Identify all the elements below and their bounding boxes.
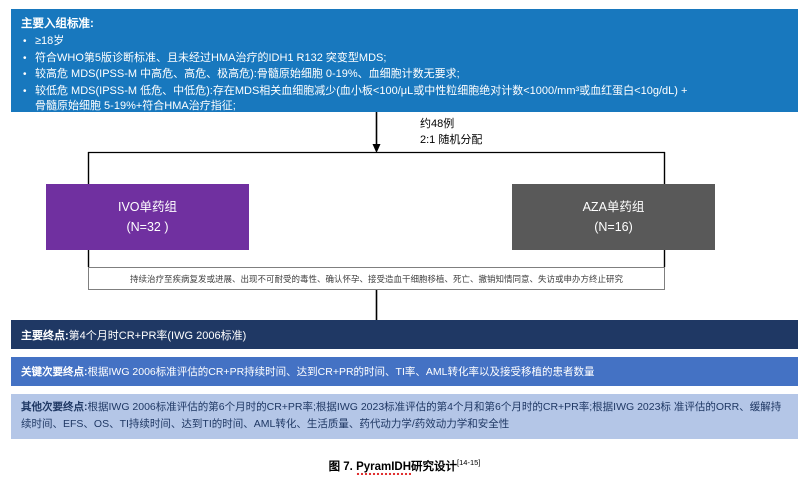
- treatment-arm-aza: AZA单药组 (N=16): [512, 184, 715, 250]
- figure-number: 图 7.: [328, 461, 353, 473]
- bullet-icon: •: [23, 36, 27, 47]
- key-secondary-endpoint-box: 关键次要终点: 根据IWG 2006标准评估的CR+PR持续时间、达到CR+PR…: [11, 357, 798, 386]
- study-name-misspelled: PyramIDH: [356, 461, 412, 477]
- key-secondary-endpoint-label: 关键次要终点:: [21, 366, 88, 378]
- other-secondary-endpoint-text-line1: 根据IWG 2006标准评估的第6个月时的CR+PR率;根据IWG 2023标准…: [87, 401, 671, 413]
- arm-name: IVO单药组: [117, 200, 178, 214]
- arm-sample-size: (N=16): [594, 220, 633, 234]
- arm-name: AZA单药组: [582, 200, 645, 214]
- other-secondary-endpoint-box: 其他次要终点:根据IWG 2006标准评估的第6个月时的CR+PR率;根据IWG…: [11, 394, 798, 439]
- criteria-item: • 符合WHO第5版诊断标准、且未经过HMA治疗的IDH1 R132 突变型MD…: [21, 51, 788, 67]
- criteria-item: • 较高危 MDS(IPSS-M 中高危、高危、极高危):骨髓原始细胞 0-19…: [21, 67, 788, 83]
- criteria-item-continuation: 骨髓原始细胞 5-19%+符合HMA治疗指征;: [35, 100, 236, 112]
- primary-endpoint-box: 主要终点: 第4个月时CR+PR率(IWG 2006标准): [11, 320, 798, 349]
- primary-endpoint-label: 主要终点:: [21, 329, 69, 342]
- criteria-item: • 较低危 MDS(IPSS-M 低危、中低危):存在MDS相关血细胞减少(血小…: [21, 84, 788, 115]
- randomization-sample-size: 约48例: [420, 118, 455, 130]
- criteria-item-text: 符合WHO第5版诊断标准、且未经过HMA治疗的IDH1 R132 突变型MDS;: [35, 51, 387, 64]
- criteria-item-text: 较高危 MDS(IPSS-M 中高危、高危、极高危):骨髓原始细胞 0-19%、…: [35, 68, 460, 80]
- randomization-annotation: 约48例 2:1 随机分配: [420, 116, 482, 148]
- other-secondary-endpoint-text-line2: 准评估的ORR、缓解持续时间、EFS、OS、TI持续时间、达到TI的时间、AML…: [21, 401, 782, 430]
- key-secondary-endpoint-text: 根据IWG 2006标准评估的CR+PR持续时间、达到CR+PR的时间、TI率、…: [87, 366, 595, 378]
- treatment-arm-ivo: IVO单药组 (N=32 ): [46, 184, 249, 250]
- inclusion-criteria-title: 主要入组标准:: [21, 18, 94, 30]
- bullet-icon: •: [23, 69, 27, 80]
- arm-sample-size: (N=32 ): [126, 220, 169, 234]
- criteria-item-text: 较低危 MDS(IPSS-M 低危、中低危):存在MDS相关血细胞减少(血小板<…: [35, 84, 688, 97]
- caption-title-suffix: 研究设计: [411, 461, 458, 473]
- inclusion-criteria-panel: 主要入组标准: • ≥18岁 • 符合WHO第5版诊断标准、且未经过HMA治疗的…: [11, 9, 798, 112]
- caption-references: [14-15]: [457, 458, 481, 468]
- bullet-icon: •: [23, 85, 27, 97]
- discontinuation-criteria-box: 持续治疗至疾病复发或进展、出现不可耐受的毒性、确认怀孕、接受造血干细胞移植、死亡…: [88, 267, 665, 290]
- criteria-item-text: ≥18岁: [35, 35, 65, 47]
- randomization-ratio: 2:1 随机分配: [420, 134, 483, 146]
- criteria-item: • ≥18岁: [21, 34, 788, 50]
- other-secondary-endpoint-label: 其他次要终点:: [21, 401, 88, 413]
- figure-caption: 图 7. PyramIDH研究设计[14-15]: [0, 458, 809, 477]
- inclusion-criteria-list: • ≥18岁 • 符合WHO第5版诊断标准、且未经过HMA治疗的IDH1 R13…: [21, 34, 788, 115]
- primary-endpoint-text: 第4个月时CR+PR率(IWG 2006标准): [68, 329, 247, 342]
- bullet-icon: •: [23, 52, 27, 64]
- discontinuation-criteria-text: 持续治疗至疾病复发或进展、出现不可耐受的毒性、确认怀孕、接受造血干细胞移植、死亡…: [129, 273, 623, 284]
